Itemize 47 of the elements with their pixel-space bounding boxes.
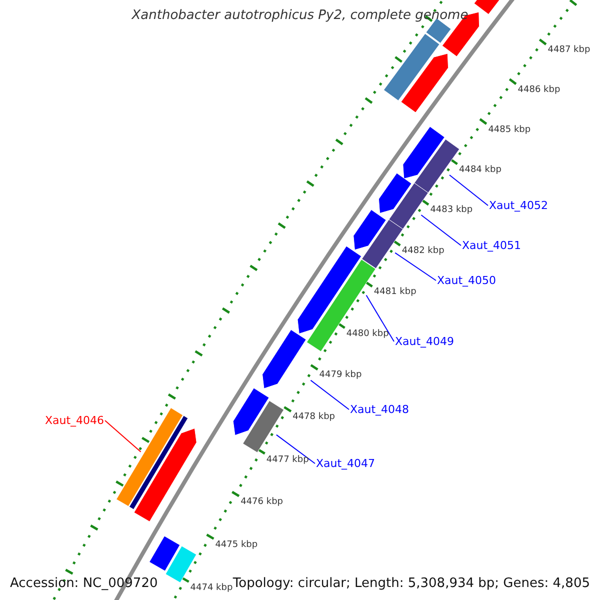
gene-segment	[378, 172, 412, 214]
gene-label: Xaut_4046	[45, 414, 104, 427]
gene-segment	[242, 400, 284, 453]
title: Xanthobacter autotrophicus Py2, complete genome	[130, 7, 470, 24]
tick-label: 4476 kbp	[240, 497, 283, 507]
gene-segment	[134, 428, 197, 522]
tick-label: 4485 kbp	[488, 124, 531, 134]
gene-label: Xaut_4049	[395, 335, 454, 348]
gene-segment	[400, 53, 449, 113]
tick-label: 4487 kbp	[548, 45, 590, 55]
gene-segment	[402, 126, 445, 179]
tick-label: 4479 kbp	[319, 370, 362, 380]
gene-segment	[232, 388, 270, 436]
gene-segment	[388, 182, 428, 230]
tick-label: 4478 kbp	[292, 412, 335, 422]
leader-line	[420, 214, 462, 246]
tick-label: 4482 kbp	[402, 246, 444, 256]
tick-label: 4474 kbp	[190, 582, 233, 593]
gene-label: Xaut_4051	[462, 239, 522, 252]
tick-label: 4475 kbp	[215, 540, 258, 550]
leader-line	[104, 420, 142, 452]
gene-segment	[414, 138, 460, 194]
genome-info-text: Topology: circular; Length: 5,308,934 bp; Genes: 4,805	[232, 575, 591, 592]
tick-label: 4484 kbp	[459, 164, 502, 175]
leader-line	[449, 174, 488, 206]
gene-segment	[262, 329, 306, 389]
tick-label: 4480 kbp	[346, 328, 389, 339]
gene-segment	[165, 546, 197, 583]
leader-line	[276, 434, 316, 464]
tick-label: 4483 kbp	[430, 205, 473, 216]
leader-line	[394, 252, 436, 281]
gene-segment	[383, 33, 440, 101]
leader-line	[366, 294, 394, 342]
tick-label: 4486 kbp	[518, 84, 560, 95]
gene-label: Xaut_4052	[489, 199, 548, 212]
gene-segment	[128, 415, 188, 510]
gene-segment	[149, 536, 180, 572]
gene-segment	[116, 408, 184, 507]
accession-text: Accession: NC_009720	[9, 575, 159, 592]
gene-label: Xaut_4048	[350, 403, 410, 416]
gene-label: Xaut_4050	[437, 274, 496, 287]
gene-segment	[353, 209, 386, 250]
gene-segment	[362, 219, 404, 269]
leader-line	[310, 380, 350, 410]
gene-label: Xaut_4047	[316, 457, 376, 470]
tick-label: 4477 kbp	[266, 454, 309, 464]
tick-label: 4481 kbp	[374, 287, 416, 298]
